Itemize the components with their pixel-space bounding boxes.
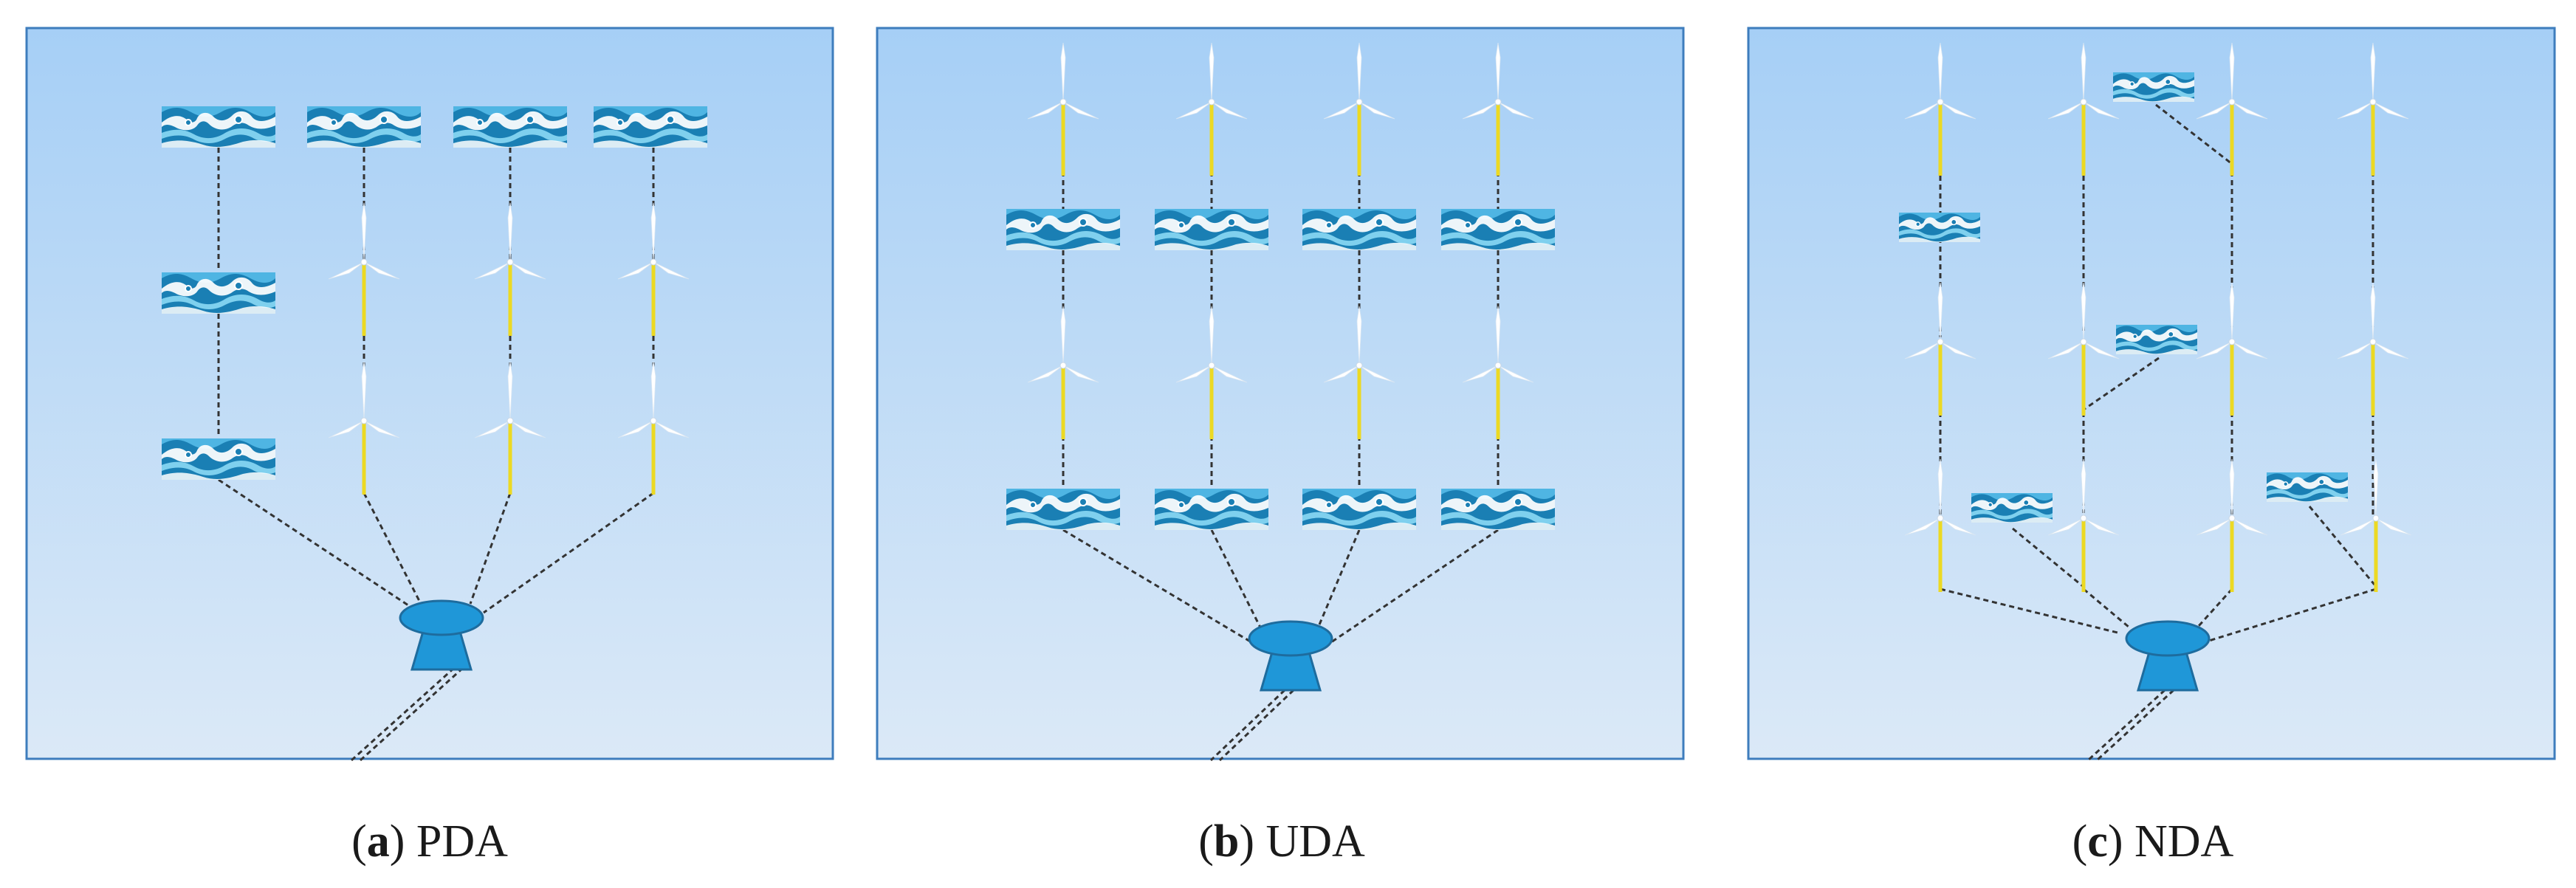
wave-energy-icon [1441,209,1555,250]
wave-energy-icon [453,106,567,148]
wave-energy-icon [2113,71,2194,103]
wave-energy-icon [1971,492,2053,524]
panel-b-caption: (b) UDA [1198,816,1365,867]
panel-a: (a) PDA [25,27,834,867]
wave-energy-icon [1441,489,1555,530]
panel-b: (b) UDA [876,27,1685,867]
wave-energy-icon [162,438,275,480]
wave-energy-icon [162,272,275,314]
wave-energy-icon [1302,209,1416,250]
wave-energy-icon [594,106,707,148]
wave-energy-icon [1006,209,1120,250]
wave-energy-icon [1155,489,1268,530]
wave-energy-icon [1006,489,1120,530]
panel-a-caption: (a) PDA [351,816,508,867]
wave-energy-icon [1302,489,1416,530]
wave-energy-icon [307,106,421,148]
panel-c-caption: (c) NDA [2072,816,2234,867]
wave-energy-icon [162,106,275,148]
wave-energy-icon [1155,209,1268,250]
wave-energy-icon [2267,471,2348,503]
wave-energy-icon [2116,323,2197,356]
panel-c: (c) NDA [1747,27,2556,867]
panel-b-cables [1062,171,1500,762]
wave-energy-icon [1899,211,1980,244]
